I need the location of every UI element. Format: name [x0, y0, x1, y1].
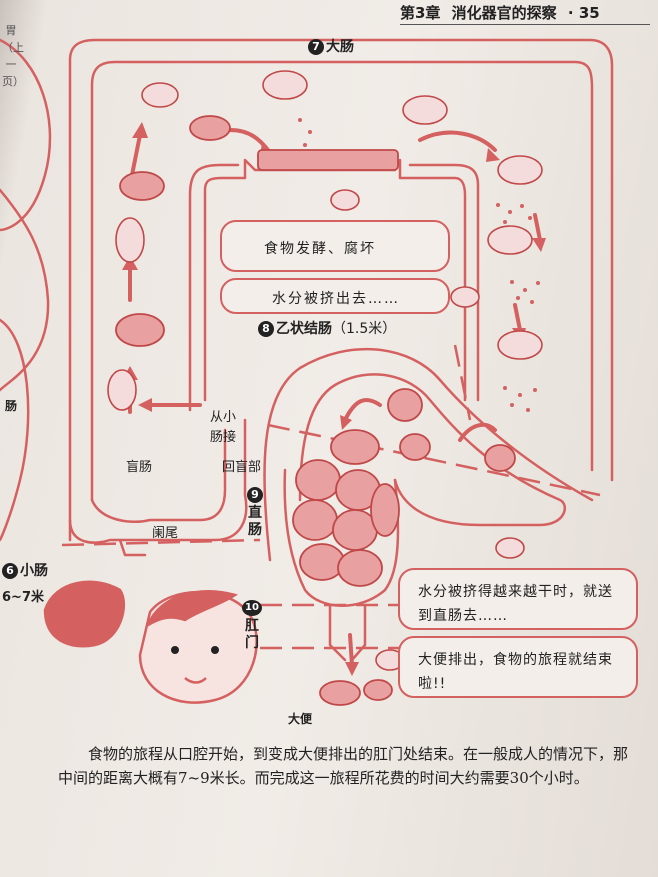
chapter-number: 第3章 — [400, 4, 441, 22]
food-lump-2 — [115, 313, 165, 347]
section-number-6: 6 — [2, 563, 18, 579]
food-lump-4 — [387, 388, 423, 422]
ascending-colon-inner — [188, 163, 240, 412]
left-organ-edge — [0, 188, 50, 392]
excretion-box: 大便排出，食物的旅程就结束啦!! — [398, 636, 638, 698]
worker-figure-9 — [450, 286, 480, 308]
worker-figure-1 — [115, 217, 145, 263]
page-number: · 35 — [567, 4, 600, 22]
body-paragraph: 食物的旅程从口腔开始，到变成大便排出的肛门处结束。在一般成人的情况下，那中间的距… — [58, 745, 629, 787]
cecum-outline — [68, 418, 248, 544]
small-intestine-boundary — [61, 538, 261, 547]
worker-figure-7 — [487, 225, 533, 255]
cecum-label: 盲肠 — [126, 460, 153, 475]
anal-canal — [328, 603, 367, 662]
child-hair — [145, 590, 238, 628]
arrow-down-2 — [513, 303, 522, 332]
arrowhead-8 — [138, 398, 152, 412]
section-number-8: 8 — [258, 321, 274, 337]
ileocecal-label: 回盲部 — [222, 460, 262, 475]
worker-figure-4 — [262, 70, 308, 100]
appendix-label: 阑尾 — [152, 526, 179, 541]
food-lump-6 — [399, 433, 431, 461]
descending-colon-inner — [408, 163, 480, 402]
section-number-7: 7 — [308, 39, 324, 55]
left-margin-mid-label: 肠 — [4, 399, 17, 413]
stool-lump-1 — [319, 680, 361, 706]
section-number-9: 9 — [247, 487, 263, 503]
drying-box: 水分被挤得越来越干时，就送到直肠去…… — [398, 568, 638, 630]
tray-of-food — [257, 149, 399, 171]
stomach-outline-edge — [0, 38, 52, 232]
arrow-down-1 — [533, 213, 542, 242]
worker-figure-6 — [497, 155, 543, 185]
food-lump-1 — [119, 171, 165, 201]
water-squeezed-box: 水分被挤出去…… — [220, 278, 450, 314]
food-lump-3 — [189, 115, 231, 141]
worker-figure-3 — [141, 82, 179, 108]
girl-hair — [43, 580, 126, 648]
appendix-outline — [118, 538, 147, 557]
worker-figure-8 — [497, 330, 543, 360]
fermentation-box: 食物发酵、腐坏 — [220, 220, 450, 272]
colon-inner-wall — [90, 60, 594, 502]
sigmoid-colon-inner — [298, 373, 566, 527]
arrowhead-6 — [532, 238, 546, 252]
arrowhead-3 — [132, 122, 148, 138]
small-intestine-length: 6~7米 — [2, 590, 44, 605]
stool-label: 大便 — [288, 712, 313, 726]
worker-figure-11 — [495, 537, 525, 559]
worker-figure-10 — [330, 189, 360, 211]
arrow-left-2 — [343, 398, 382, 422]
sigmoid-boundary — [453, 344, 472, 421]
left-small-intestine-edge — [0, 318, 30, 542]
sigmoid-colon-outer — [263, 347, 594, 562]
food-lump-7 — [484, 444, 516, 472]
section-number-10: 10 — [242, 600, 262, 616]
arrowhead-10 — [345, 662, 359, 676]
cecum-inner — [90, 428, 227, 524]
arrow-right-2 — [418, 130, 497, 152]
worker-figure-2 — [107, 369, 137, 411]
from-small-intestine-label: 从小肠接 — [210, 410, 237, 445]
left-margin-top-label: 胃（上一页） — [2, 24, 24, 88]
rectum-boundary — [267, 423, 601, 497]
stool-lump-2 — [363, 679, 393, 701]
arrowhead-9 — [340, 415, 352, 430]
colon-outer-wall — [68, 38, 614, 542]
arrow-down-anus — [348, 633, 354, 667]
arrow-left-3 — [458, 422, 497, 442]
rectum-label: 9 直肠 — [247, 487, 263, 538]
chapter-title: 消化器官的探察 — [451, 4, 557, 22]
anus-label: 10 肛门 — [238, 600, 266, 652]
food-lump-5 — [330, 429, 380, 465]
arrowhead-2 — [122, 256, 138, 270]
running-header: 第3章 消化器官的探察 · 35 — [400, 2, 650, 25]
arrowhead-5 — [486, 148, 500, 162]
worker-figure-5 — [402, 95, 448, 125]
